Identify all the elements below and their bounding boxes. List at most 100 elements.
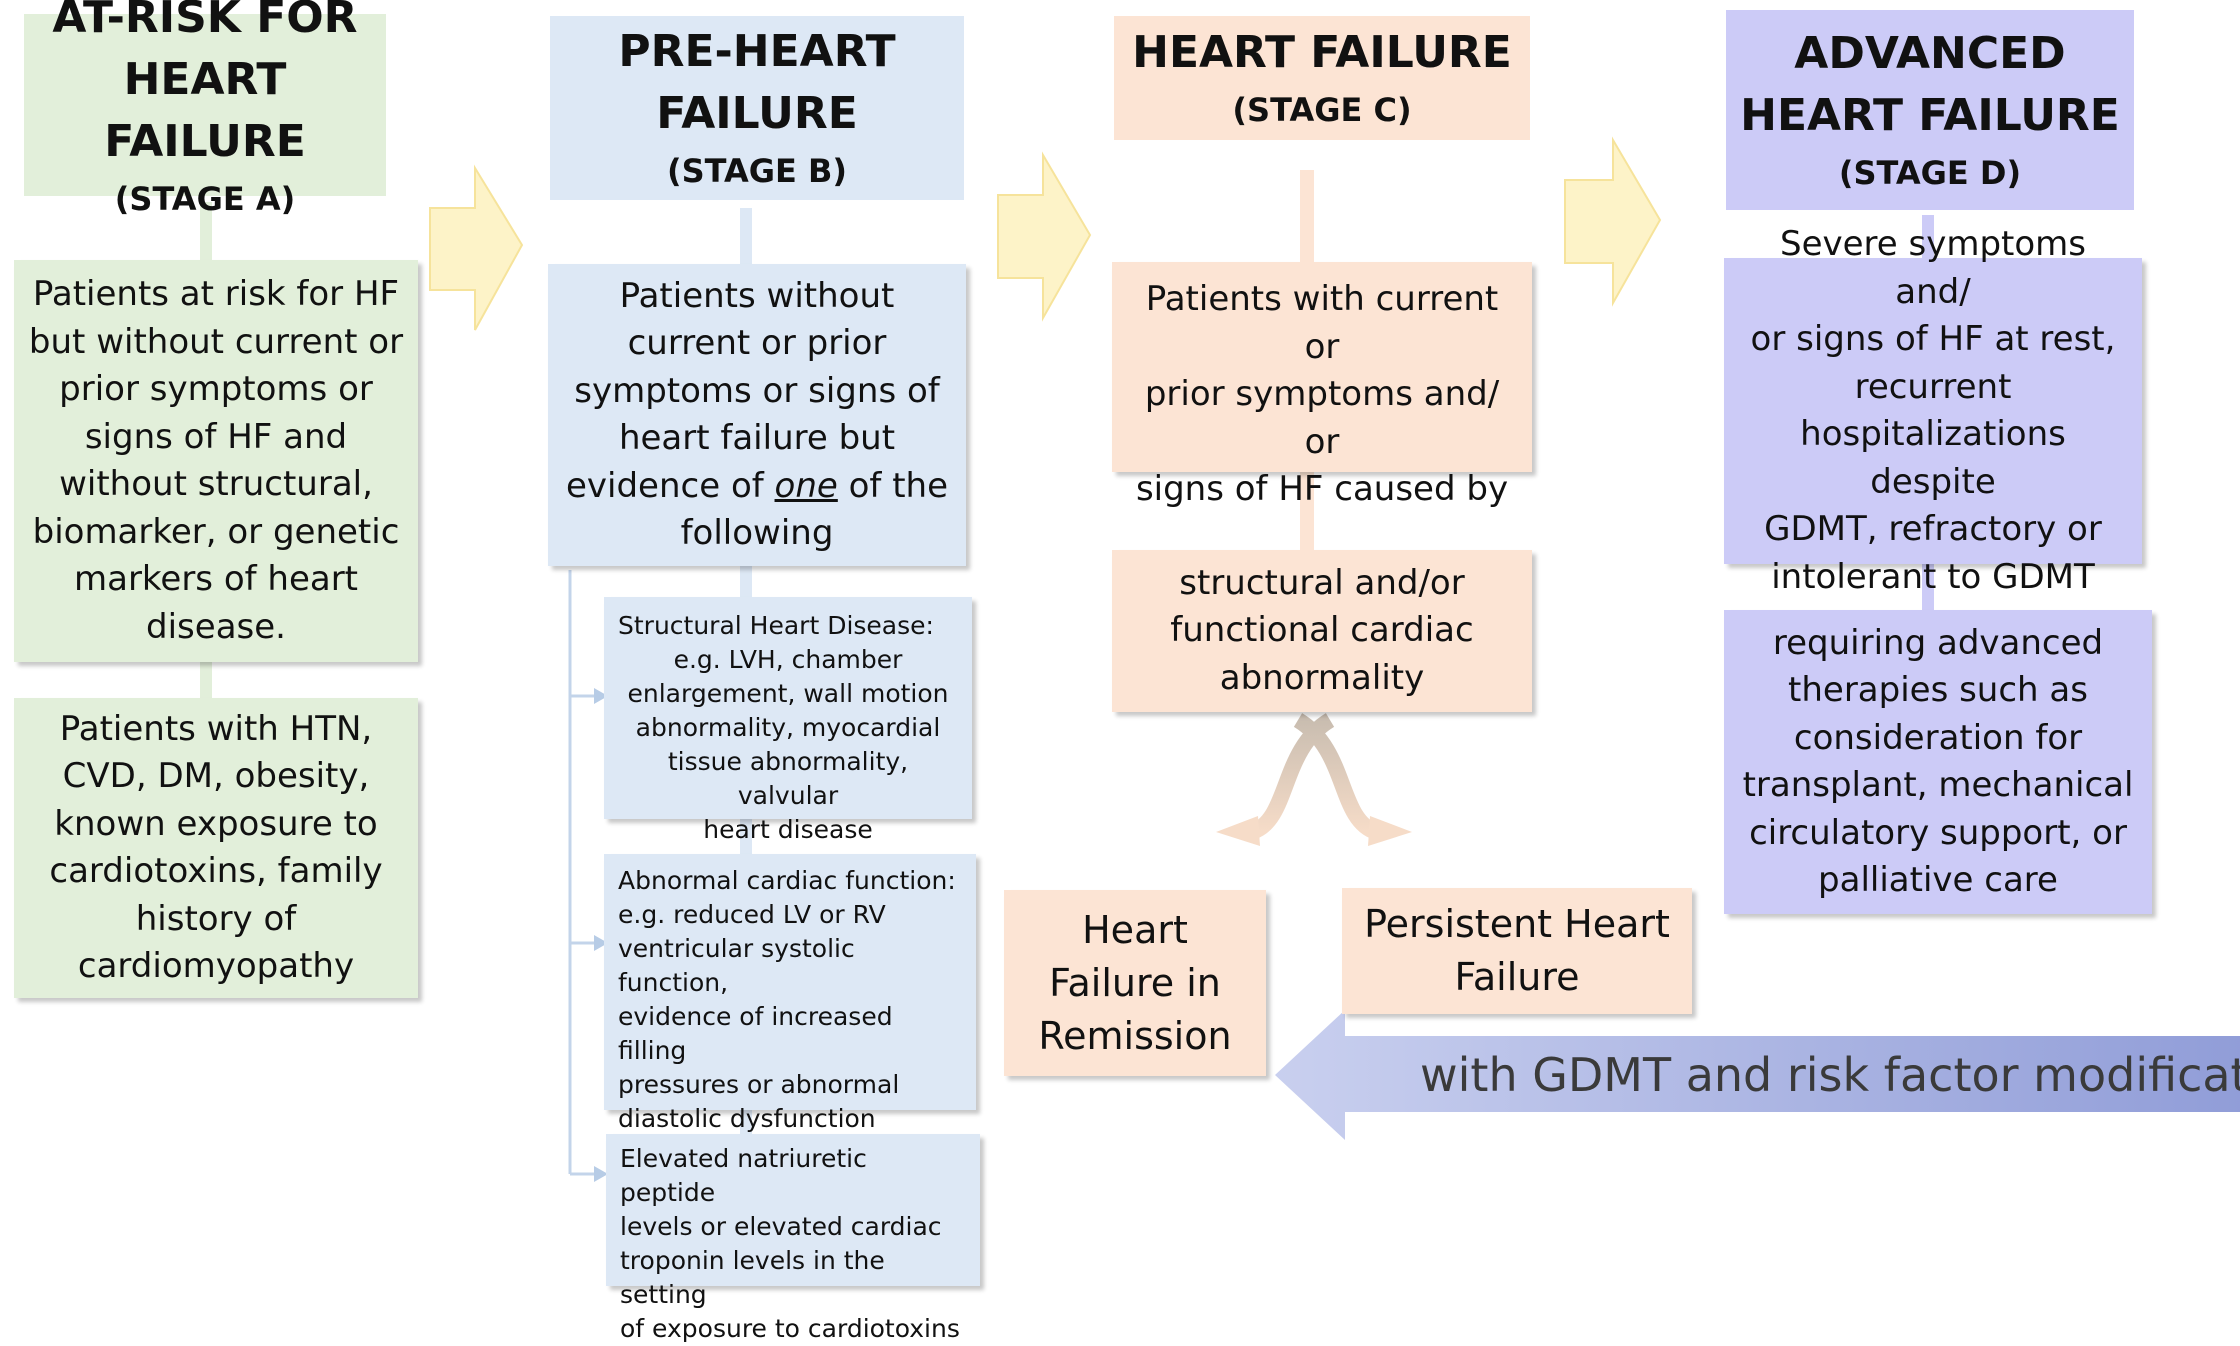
stage-a-header: AT-RISK FOR HEART FAILURE (STAGE A) (24, 0, 386, 218)
persistent-line: Persistent Heart (1364, 902, 1670, 946)
stage-c-desc-line: Patients with current or (1145, 279, 1499, 367)
stage-b-desc-line: heart failure but (618, 418, 896, 458)
stage-b-item-line: levels or elevated cardiac (620, 1212, 942, 1241)
stage-b-desc-emphasis: one (774, 465, 838, 506)
stage-d-therapy-line: circulatory support, or (1749, 812, 2127, 853)
stage-a-desc-line: prior symptoms or (59, 369, 373, 409)
stage-a-examples: Patients with HTN, CVD, DM, obesity, kno… (14, 698, 418, 998)
stage-b-desc-pre: evidence of (565, 465, 775, 506)
stage-c-cause: structural and/or functional cardiac abn… (1112, 550, 1532, 712)
stage-d-desc-line: GDMT, refractory or (1764, 509, 2102, 549)
stage-b-item-line: e.g. LVH, chamber (673, 645, 903, 674)
stage-b-item-line: tissue abnormality, valvular (667, 747, 909, 810)
stage-d-label: (STAGE D) (1838, 154, 2022, 192)
stage-arrow-a-to-b (429, 164, 524, 331)
stage-c-cause-line: functional cardiac (1170, 610, 1474, 651)
stage-arrow-b-to-c (997, 151, 1092, 322)
stage-b-label: (STAGE B) (666, 152, 848, 190)
connector-c1 (1300, 170, 1314, 262)
remission-line: Failure in (1049, 960, 1221, 1005)
stage-b-desc-line: evidence of one of the (566, 463, 948, 511)
stage-a-desc-line: biomarker, or genetic (32, 511, 400, 552)
stage-b-desc-line: Patients without (619, 275, 895, 316)
stage-a-label: (STAGE A) (114, 180, 296, 218)
connector-d1 (1922, 215, 1934, 259)
stage-a-example-line: history of (135, 898, 297, 939)
stage-a-desc-line: but without current or (28, 321, 404, 362)
stage-d-therapy-line: consideration for (1793, 717, 2083, 758)
stage-d-therapy-line: therapies such as (1788, 670, 2088, 710)
stage-a-desc-line: disease. (146, 606, 286, 647)
stage-c-cause-line: structural and/or (1179, 562, 1465, 603)
split-arrow-right (1293, 713, 1380, 840)
stage-d-desc-line: recurrent (1854, 366, 2012, 407)
connector-b4 (740, 1108, 752, 1134)
stage-d-desc-line: Severe symptoms and/ (1780, 224, 2086, 312)
stage-b-title-line2: FAILURE (656, 88, 858, 139)
connector-a2 (200, 660, 212, 698)
stage-d-therapy-line: transplant, mechanical (1742, 765, 2134, 805)
connector-b3 (740, 818, 752, 854)
remission-line: Heart (1082, 907, 1188, 952)
stage-c-cause-line: abnormality (1219, 657, 1425, 698)
stage-d-therapy-line: palliative care (1818, 860, 2058, 900)
connector-c2 (1300, 472, 1314, 550)
heart-failure-remission: Heart Failure in Remission (1004, 890, 1266, 1076)
stage-b-item-line: heart disease (703, 815, 873, 844)
stage-b-bracket (568, 570, 602, 1176)
stage-d-desc-line: hospitalizations despite (1800, 414, 2066, 502)
gdmt-label: with GDMT and risk factor modification (1420, 1048, 2240, 1102)
diagram-graphics (200, 136, 2240, 1182)
stage-a-example-line: Patients with HTN, (59, 708, 373, 749)
stage-d-title-line1: ADVANCED (1794, 28, 2066, 79)
stage-a-desc-line: signs of HF and (84, 416, 348, 457)
stage-d-therapies: requiring advanced therapies such as con… (1724, 610, 2152, 914)
persistent-heart-failure: Persistent Heart Failure (1342, 888, 1692, 1014)
stage-b-desc-line: current or prior (627, 323, 887, 363)
stage-arrow-c-to-d (1564, 136, 1662, 307)
stage-a-desc-line: without structural, (59, 464, 373, 504)
stage-c-label: (STAGE C) (1232, 91, 1412, 129)
connector-b2 (740, 565, 752, 597)
stage-b-desc-line: following (680, 513, 834, 553)
stage-a-title-line2: HEART FAILURE (104, 54, 306, 167)
stage-d-description: Severe symptoms and/ or signs of HF at r… (1724, 224, 2142, 597)
stage-a-desc-line: markers of heart (73, 559, 359, 599)
stage-c-desc-line: signs of HF caused by (1135, 469, 1509, 509)
stage-c-title: HEART FAILURE (1132, 27, 1512, 78)
stage-c-description: Patients with current or prior symptoms … (1112, 262, 1532, 509)
connector-d2 (1922, 563, 1934, 611)
stage-b-item-line: ventricular systolic function, (618, 934, 855, 997)
connector-a1 (200, 202, 212, 260)
stage-a-example-line: CVD, DM, obesity, (62, 756, 370, 796)
stage-b-header: PRE-HEART FAILURE (STAGE B) (550, 16, 964, 200)
stage-b-desc-post: of the (837, 465, 948, 506)
stage-b-item-line: Elevated natriuretic peptide (620, 1144, 867, 1207)
stage-b-item-line: enlargement, wall motion (627, 679, 949, 708)
stage-c-desc-line: prior symptoms and/ or (1144, 374, 1500, 462)
stage-d-title-line2: HEART FAILURE (1740, 90, 2120, 141)
connector-b1 (740, 208, 752, 264)
stage-b-item-line: e.g. reduced LV or RV (618, 900, 886, 929)
stage-d-desc-line: intolerant to GDMT (1771, 556, 2095, 597)
gdmt-arrow (1275, 1010, 2240, 1140)
stage-b-item-line: of exposure to cardiotoxins (620, 1314, 960, 1343)
stage-b-item-function: Abnormal cardiac function: e.g. reduced … (604, 854, 976, 1133)
remission-line: Remission (1038, 1013, 1232, 1058)
stage-b-item-line: Abnormal cardiac function: (618, 866, 956, 895)
stage-b-item-line: diastolic dysfunction (618, 1104, 876, 1133)
stage-a-example-line: cardiomyopathy (77, 946, 355, 986)
stage-c-header: HEART FAILURE (STAGE C) (1114, 16, 1530, 140)
stage-b-item-line: pressures or abnormal (618, 1070, 900, 1099)
stage-a-example-line: known exposure to (54, 803, 378, 844)
stage-b-desc-line: symptoms or signs of (574, 370, 940, 411)
stage-b-title-line1: PRE-HEART (618, 26, 896, 77)
stage-a-example-line: cardiotoxins, family (49, 851, 383, 891)
stage-b-item-line: Structural Heart Disease: (618, 611, 934, 640)
stage-d-desc-line: or signs of HF at rest, (1750, 319, 2116, 359)
stage-a-description: Patients at risk for HF but without curr… (14, 260, 418, 662)
stage-d-therapy-line: requiring advanced (1772, 622, 2104, 663)
stage-b-item-biomarker: Elevated natriuretic peptide levels or e… (606, 1134, 980, 1343)
stage-d-header: ADVANCED HEART FAILURE (STAGE D) (1726, 10, 2134, 210)
stage-a-title-line1: AT-RISK FOR (52, 0, 358, 43)
